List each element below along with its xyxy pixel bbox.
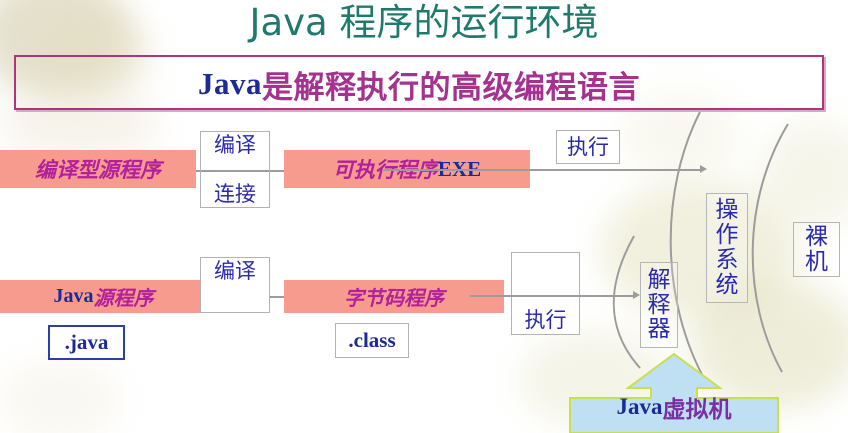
- background-watermark-blob: [0, 360, 120, 433]
- background-watermark-blob: [600, 180, 800, 320]
- page-title-latin: Java: [249, 1, 328, 44]
- operating-system-char: 系: [715, 247, 739, 272]
- compiled-source-label: 编译型源程序: [35, 158, 161, 182]
- arrow-execute-bytecode: [470, 295, 635, 297]
- subtitle-latin: Java: [198, 66, 262, 101]
- class-file-extension-label: .class: [348, 328, 396, 352]
- jvm-label-latin: Java: [616, 394, 663, 419]
- java-file-extension-chip: .java: [48, 325, 125, 360]
- bare-machine-char: 裸: [805, 223, 828, 249]
- compile-link-step-box: 编译 连接: [200, 131, 270, 208]
- bare-machine-char: 机: [805, 248, 828, 274]
- interpreter-char: 器: [647, 316, 671, 342]
- bytecode-program-label: 字节码程序: [344, 288, 444, 310]
- jvm-arrow-shape: [569, 352, 779, 433]
- operating-system-char: 作: [715, 222, 739, 248]
- subtitle-chinese: 是解释执行的高级编程语言: [262, 69, 640, 105]
- operating-system-char: 统: [715, 271, 739, 297]
- arc-interpreter: [612, 235, 641, 369]
- compile-link-line1: 编译: [214, 133, 256, 157]
- compiled-source-bar: 编译型源程序: [0, 150, 196, 188]
- arrow-execute-native: [382, 169, 702, 171]
- compile-link-line2: 连接: [214, 181, 256, 206]
- interpreter-box: 解 释 器: [640, 262, 678, 348]
- background-watermark-blob: [760, 120, 848, 230]
- execute-bytecode-label: 执行: [524, 307, 567, 332]
- operating-system-box: 操 作 系 统: [706, 193, 748, 303]
- jvm-label-cn: 虚拟机: [662, 397, 732, 422]
- arrow-execute-native-head: [700, 165, 707, 173]
- jvm-block-arrow: [569, 352, 779, 433]
- executable-program-label-ext: EXE: [437, 156, 482, 181]
- execute-bytecode-box: 执行: [511, 252, 580, 335]
- execute-native-label: 执行: [567, 134, 609, 159]
- javac-step-box: 编译: [200, 257, 270, 313]
- java-file-extension-label: .java: [64, 330, 109, 354]
- bytecode-program-bar: 字节码程序: [284, 280, 504, 313]
- java-source-label-latin: Java: [53, 285, 94, 307]
- java-source-label-cn: 源程序: [93, 288, 154, 310]
- class-file-extension-chip: .class: [335, 323, 409, 358]
- arc-bare-machine: [751, 123, 789, 373]
- execute-native-box: 执行: [556, 130, 620, 164]
- subtitle-banner-frame: [14, 55, 824, 110]
- operating-system-char: 操: [715, 197, 739, 223]
- bare-machine-box: 裸 机: [793, 222, 840, 277]
- arrow-execute-bytecode-head: [633, 291, 640, 299]
- javac-label: 编译: [214, 259, 256, 283]
- interpreter-char: 解: [647, 266, 671, 292]
- page-title-chinese: 程序的运行环境: [327, 1, 599, 44]
- page-title: Java 程序的运行环境: [0, 2, 848, 44]
- interpreter-char: 释: [647, 291, 671, 317]
